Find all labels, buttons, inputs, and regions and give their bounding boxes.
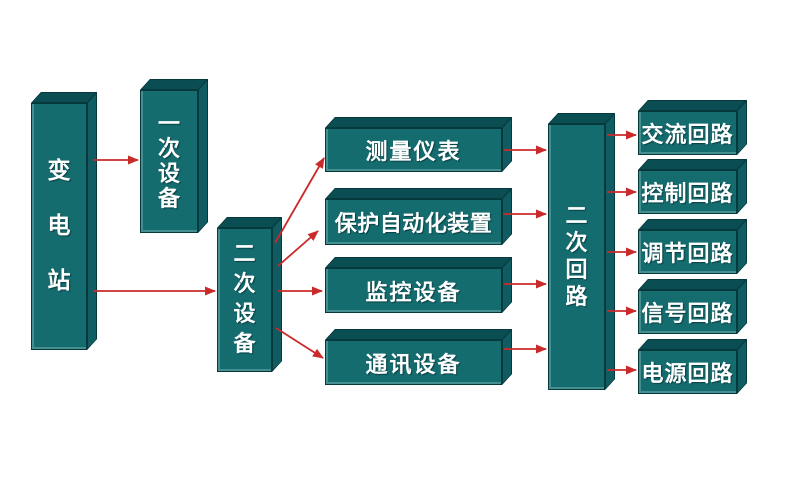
node-primary-equipment-label: 一次设备 xyxy=(140,90,198,233)
box-top-face xyxy=(638,339,748,350)
box-side-face xyxy=(502,188,512,245)
box-side-face xyxy=(272,217,282,372)
node-control-circuit: 控制回路 xyxy=(638,159,748,214)
edge-secondary-equipment-communication-equipment xyxy=(275,327,324,359)
node-monitoring-equipment: 监控设备 xyxy=(325,257,513,313)
node-secondary-circuit-label: 二次回路 xyxy=(548,124,605,390)
node-ac-circuit-label: 交流回路 xyxy=(638,111,737,155)
node-communication-equipment: 通讯设备 xyxy=(325,329,513,385)
edge-secondary-equipment-measuring-instruments xyxy=(274,157,325,244)
box-side-face xyxy=(737,279,747,334)
box-side-face xyxy=(502,329,512,385)
box-top-face xyxy=(638,279,748,290)
node-primary-equipment: 一次设备 xyxy=(140,79,209,233)
node-secondary-circuit: 二次回路 xyxy=(548,113,616,391)
node-substation: 变电站 xyxy=(31,92,98,351)
edge-secondary-equipment-protection-automation xyxy=(277,230,319,267)
node-monitoring-equipment-label: 监控设备 xyxy=(325,268,502,313)
node-protection-automation-label: 保护自动化装置 xyxy=(325,199,502,245)
box-side-face xyxy=(737,219,747,274)
box-side-face xyxy=(605,113,615,391)
box-top-face xyxy=(638,100,748,111)
box-side-face xyxy=(737,159,747,214)
box-top-face xyxy=(325,188,513,199)
box-side-face xyxy=(198,79,208,233)
node-secondary-equipment: 二次设备 xyxy=(217,217,283,372)
node-ac-circuit: 交流回路 xyxy=(638,100,748,155)
box-top-face xyxy=(325,329,513,340)
box-side-face xyxy=(502,257,512,313)
node-measuring-instruments-label: 测量仪表 xyxy=(325,128,502,172)
box-side-face xyxy=(87,92,97,351)
box-top-face xyxy=(325,117,513,128)
box-top-face xyxy=(638,219,748,230)
node-regulation-circuit: 调节回路 xyxy=(638,219,748,274)
node-regulation-circuit-label: 调节回路 xyxy=(638,230,737,274)
node-substation-label: 变电站 xyxy=(31,103,87,350)
node-power-circuit: 电源回路 xyxy=(638,339,748,394)
box-top-face xyxy=(638,159,748,170)
box-side-face xyxy=(502,117,512,172)
node-signal-circuit-label: 信号回路 xyxy=(638,290,737,334)
box-side-face xyxy=(737,100,747,155)
node-measuring-instruments: 测量仪表 xyxy=(325,117,513,172)
box-top-face xyxy=(325,257,513,268)
node-power-circuit-label: 电源回路 xyxy=(638,350,737,394)
node-communication-equipment-label: 通讯设备 xyxy=(325,340,502,385)
node-protection-automation: 保护自动化装置 xyxy=(325,188,513,245)
node-signal-circuit: 信号回路 xyxy=(638,279,748,334)
node-control-circuit-label: 控制回路 xyxy=(638,170,737,214)
box-side-face xyxy=(737,339,747,394)
node-secondary-equipment-label: 二次设备 xyxy=(217,228,272,372)
